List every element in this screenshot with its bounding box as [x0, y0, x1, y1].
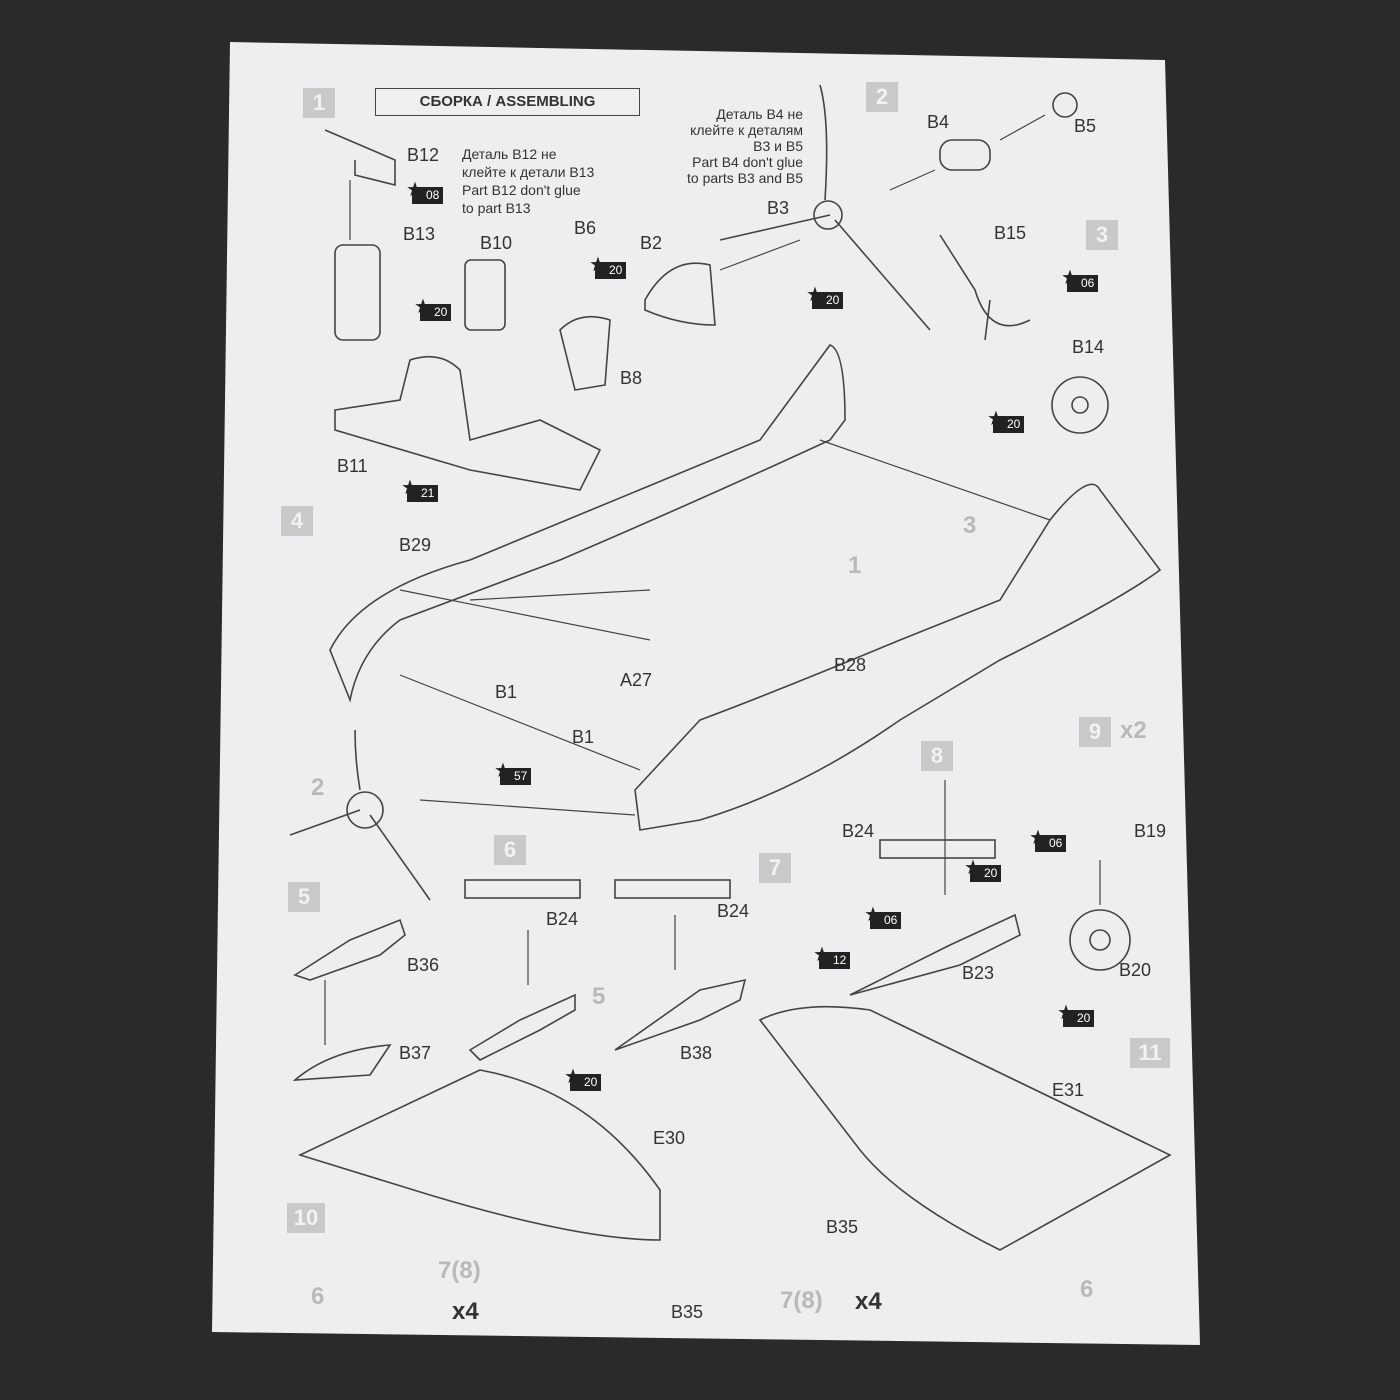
note-b12: Деталь B12 не клейте к детали B13 Part B… — [462, 145, 594, 217]
part-label: B15 — [994, 223, 1027, 243]
right-wing-drawing — [758, 1005, 1172, 1251]
part-label: B35 — [826, 1217, 859, 1237]
paint-badge: 06 — [864, 907, 902, 929]
part-label: B10 — [480, 233, 513, 253]
note-line: Деталь B12 не — [462, 146, 557, 162]
part-label: B2 — [640, 233, 663, 253]
part-label: E30 — [653, 1128, 686, 1148]
note-b4: Деталь B4 не клейте к деталям B3 и B5 Pa… — [655, 106, 803, 186]
step-reference: 2 — [311, 774, 325, 801]
part-label: A27 — [620, 670, 653, 690]
part-label: B24 — [546, 909, 579, 929]
paint-badge: 20 — [589, 257, 627, 279]
part-label: E31 — [1052, 1080, 1085, 1100]
note-line: Деталь B4 не — [716, 106, 803, 122]
paint-badge: 20 — [987, 411, 1025, 433]
part-label: B1 — [495, 682, 518, 702]
step-reference: 7(8) — [438, 1257, 481, 1284]
part-label: B13 — [403, 224, 436, 244]
part-label: B28 — [834, 655, 867, 675]
paint-badge: 20 — [414, 299, 452, 321]
part-label: B35 — [671, 1302, 704, 1322]
part-label: B24 — [842, 821, 875, 841]
step-reference: 5 — [592, 983, 606, 1010]
step-6: 6 — [494, 835, 526, 865]
part-label: B4 — [927, 112, 950, 132]
note-line: to parts B3 and B5 — [687, 170, 803, 186]
part-label: B14 — [1072, 337, 1105, 357]
part-label: B20 — [1119, 960, 1152, 980]
part-label: B36 — [407, 955, 440, 975]
part-label: B24 — [717, 901, 750, 921]
part-label: B3 — [767, 198, 790, 218]
note-line: to part B13 — [462, 200, 531, 216]
step-8: 8 — [921, 741, 953, 771]
paint-badge: 21 — [401, 480, 439, 502]
step-3: 3 — [1086, 220, 1118, 250]
note-line: клейте к детали B13 — [462, 164, 595, 180]
note-line: Part B4 don't glue — [692, 154, 803, 170]
note-line: B3 и B5 — [753, 138, 803, 154]
part-label: B29 — [399, 535, 432, 555]
part-label: B37 — [399, 1043, 432, 1063]
step-reference: 6 — [311, 1283, 325, 1310]
part-label: B6 — [574, 218, 597, 238]
propeller-drawing — [719, 84, 931, 331]
step-reference: 1 — [848, 552, 862, 579]
paint-badge: 06 — [1061, 270, 1099, 292]
part-label: B19 — [1134, 821, 1167, 841]
paint-badge: 20 — [564, 1069, 602, 1091]
step-7: 7 — [759, 853, 791, 883]
step-5: 5 — [288, 882, 320, 912]
paint-badge: 20 — [806, 287, 844, 309]
paint-badge: 12 — [813, 947, 851, 969]
part-label: B8 — [620, 368, 643, 388]
paint-badge: 20 — [964, 860, 1002, 882]
note-line: клейте к деталям — [690, 122, 803, 138]
part-label: B23 — [962, 963, 995, 983]
paint-badge: 20 — [1057, 1005, 1095, 1027]
note-line: Part B12 don't glue — [462, 182, 581, 198]
step-11: 11 — [1130, 1038, 1170, 1068]
part-label: B1 — [572, 727, 595, 747]
fuselage-drawing — [329, 344, 846, 703]
paper-sheet — [212, 42, 1200, 1345]
part-label: B5 — [1074, 116, 1097, 136]
paint-badge: 08 — [406, 182, 444, 204]
step-reference: 7(8) — [780, 1287, 823, 1314]
assembly-title: СБОРКА / ASSEMBLING — [375, 88, 640, 116]
fuselage-half-drawing — [634, 483, 1162, 831]
step-9-multiplier: x2 — [1120, 717, 1147, 744]
part-label: B11 — [337, 456, 368, 476]
step-4: 4 — [281, 506, 313, 536]
cockpit-tub-drawing — [334, 355, 602, 491]
step-reference: 3 — [963, 512, 977, 539]
paint-badge: 57 — [494, 763, 532, 785]
quantity-multiplier: x4 — [855, 1288, 882, 1315]
step-1: 1 — [303, 88, 335, 118]
step-reference: 6 — [1080, 1276, 1094, 1303]
step-10: 10 — [287, 1203, 325, 1233]
step-9: 9 — [1079, 717, 1111, 747]
step-2: 2 — [866, 82, 898, 112]
part-label: B38 — [680, 1043, 713, 1063]
left-wing-drawing — [297, 1069, 661, 1241]
quantity-multiplier: x4 — [452, 1298, 479, 1325]
part-label: B12 — [407, 145, 440, 165]
paint-badge: 06 — [1029, 830, 1067, 852]
